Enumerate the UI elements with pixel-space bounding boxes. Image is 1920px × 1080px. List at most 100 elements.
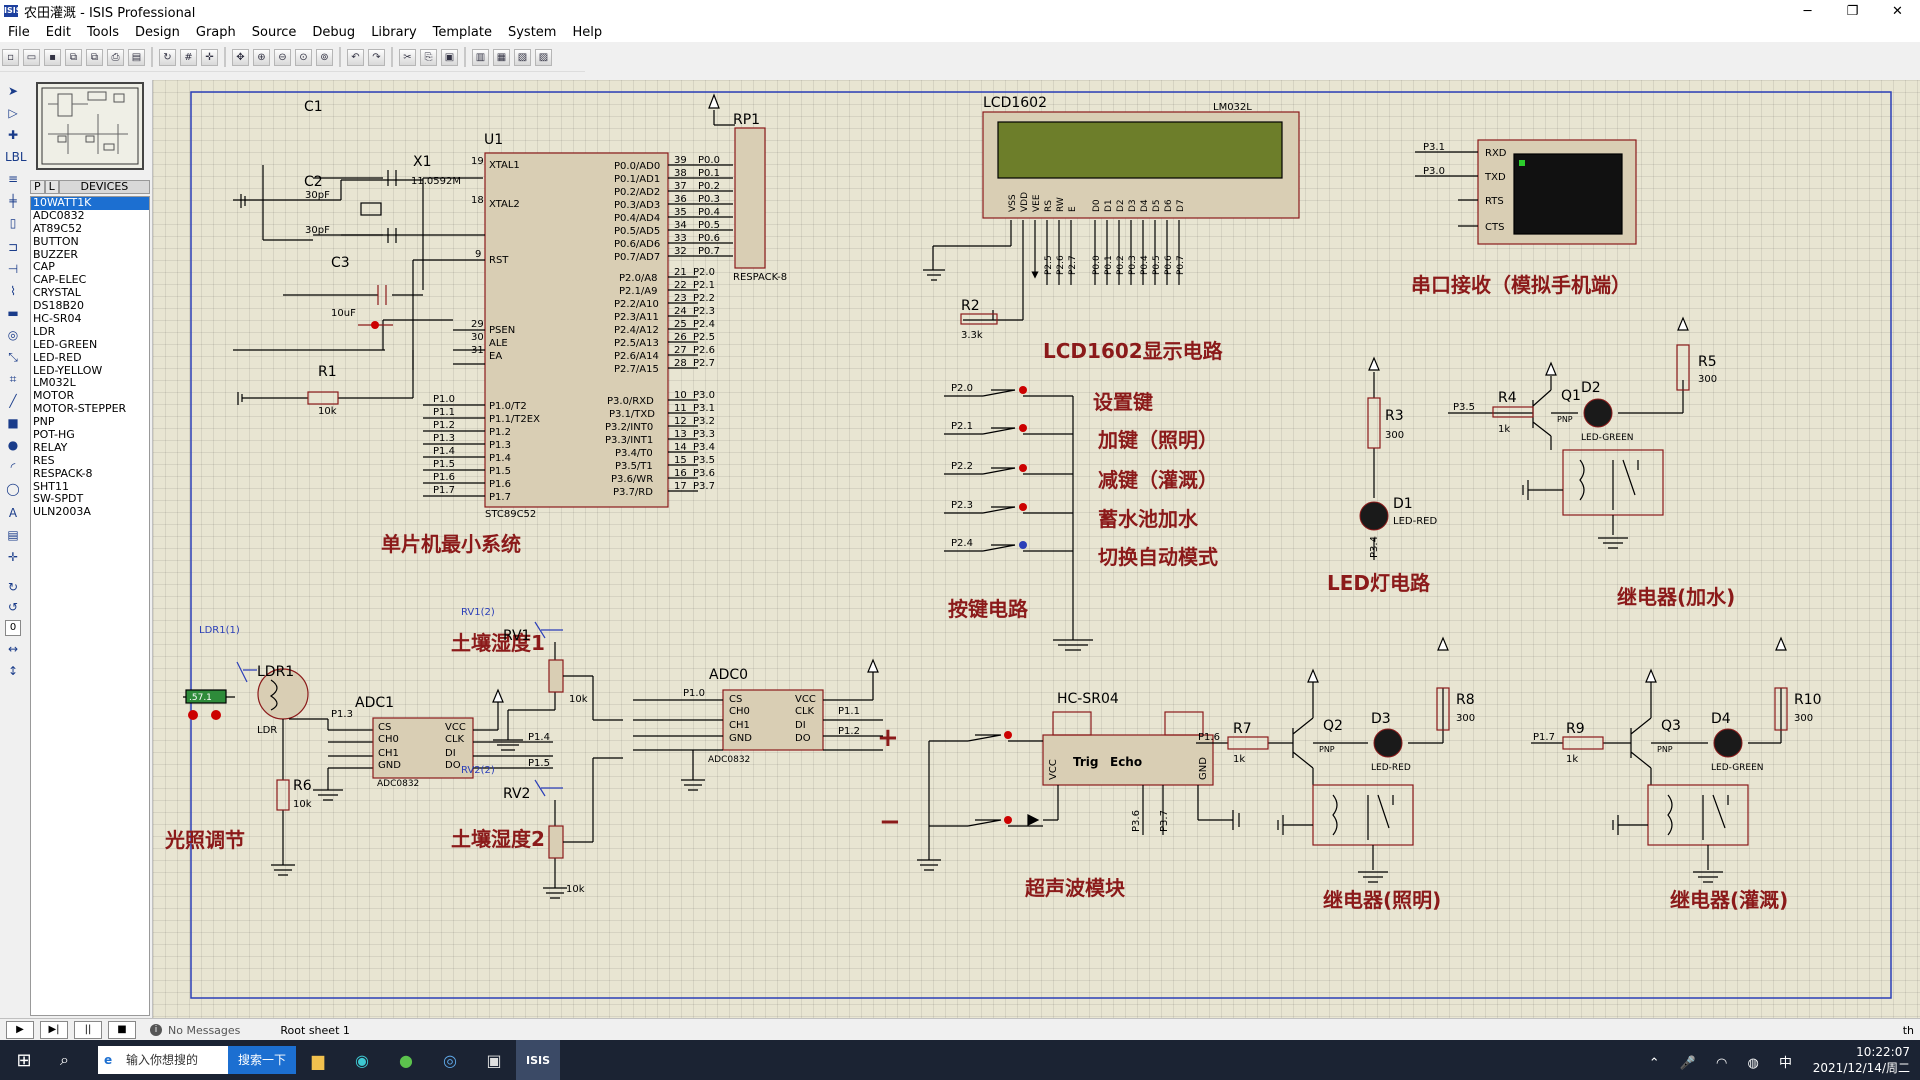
generator-icon[interactable]: ◎ bbox=[7, 328, 19, 342]
relay-light[interactable] bbox=[1312, 784, 1414, 846]
menu-edit[interactable]: Tools bbox=[86, 24, 119, 40]
menu-file[interactable]: File bbox=[8, 24, 30, 40]
junction-icon[interactable]: ✚ bbox=[7, 128, 19, 142]
list-item[interactable]: DS18B20 bbox=[33, 299, 84, 313]
search-icon[interactable]: ⌕ bbox=[60, 1050, 69, 1069]
import-icon[interactable]: ⧉ bbox=[65, 48, 82, 66]
block-move-icon[interactable]: ▦ bbox=[493, 48, 510, 66]
instrument-icon[interactable]: ⌗ bbox=[9, 372, 17, 386]
grid-icon[interactable]: # bbox=[180, 48, 197, 66]
play-button[interactable]: ▶ bbox=[6, 1021, 34, 1039]
stop-button[interactable]: ■ bbox=[108, 1021, 136, 1039]
list-item[interactable]: LED-YELLOW bbox=[33, 363, 103, 377]
2d-text-icon[interactable]: A bbox=[8, 506, 18, 520]
list-item[interactable]: POT-HG bbox=[33, 428, 75, 442]
origin-icon[interactable]: ✛ bbox=[201, 48, 218, 66]
list-item[interactable]: ULN2003A bbox=[33, 505, 91, 519]
redo-icon[interactable]: ↷ bbox=[368, 48, 385, 66]
list-item[interactable]: CAP-ELEC bbox=[33, 273, 87, 287]
list-item[interactable]: BUZZER bbox=[33, 247, 79, 261]
close-button[interactable]: ✕ bbox=[1892, 3, 1903, 19]
device-list[interactable]: 10WATT1K ADC0832 AT89C52 BUTTON BUZZER C… bbox=[30, 196, 150, 1016]
d1-led-red[interactable] bbox=[1359, 501, 1389, 531]
2d-symbol-icon[interactable]: ▤ bbox=[7, 528, 19, 542]
list-item[interactable]: RESPACK-8 bbox=[33, 466, 93, 480]
d2-led-green[interactable] bbox=[1583, 398, 1613, 428]
rv2-potentiometer[interactable] bbox=[548, 825, 564, 859]
list-item[interactable]: SHT11 bbox=[33, 479, 69, 493]
d4-led-green[interactable] bbox=[1713, 728, 1743, 758]
2d-path-icon[interactable]: ◯ bbox=[6, 482, 20, 496]
menu-template[interactable]: System bbox=[507, 24, 557, 40]
list-item[interactable]: CAP bbox=[33, 260, 55, 274]
file-explorer-icon[interactable]: ▆ bbox=[311, 1050, 325, 1070]
bus-icon[interactable]: ╪ bbox=[9, 194, 17, 208]
edge-browser-icon[interactable]: ◉ bbox=[355, 1050, 369, 1070]
tab-library[interactable]: L bbox=[44, 180, 59, 194]
print-icon[interactable]: ⎙ bbox=[107, 48, 124, 66]
mirror-horizontal-icon[interactable]: ↔ bbox=[7, 642, 19, 656]
save-icon[interactable]: ▪ bbox=[44, 48, 61, 66]
pause-button[interactable]: || bbox=[74, 1021, 102, 1039]
menu-source[interactable]: Debug bbox=[312, 24, 356, 40]
cut-icon[interactable]: ✂ bbox=[399, 48, 416, 66]
export-icon[interactable]: ⧉ bbox=[86, 48, 103, 66]
tab-pick-devices[interactable]: P bbox=[30, 180, 45, 194]
list-item[interactable]: SW-SPDT bbox=[33, 492, 84, 506]
new-file-icon[interactable]: ▫ bbox=[2, 48, 19, 66]
list-item[interactable]: CRYSTAL bbox=[33, 286, 81, 300]
block-copy-icon[interactable]: ▥ bbox=[472, 48, 489, 66]
list-item[interactable]: LED-GREEN bbox=[33, 337, 98, 351]
list-item[interactable]: AT89C52 bbox=[33, 221, 83, 235]
list-item[interactable]: 10WATT1K bbox=[31, 196, 149, 210]
search-app-icon[interactable]: ◎ bbox=[443, 1050, 457, 1070]
relay-irrigation[interactable] bbox=[1647, 784, 1749, 846]
hc-sr04-module[interactable] bbox=[1042, 734, 1214, 786]
zoom-out-icon[interactable]: ⊖ bbox=[274, 48, 291, 66]
rv1-potentiometer[interactable] bbox=[548, 659, 564, 693]
list-item[interactable]: LM032L bbox=[33, 376, 76, 390]
rotate-ccw-icon[interactable]: ↺ bbox=[7, 600, 19, 614]
2d-arc-icon[interactable]: ◜ bbox=[10, 460, 16, 474]
rotate-cw-icon[interactable]: ↻ bbox=[7, 580, 19, 594]
component-mode-icon[interactable]: ▷ bbox=[8, 106, 18, 120]
selection-mode-icon[interactable]: ➤ bbox=[7, 84, 19, 98]
list-item[interactable]: LED-RED bbox=[33, 350, 82, 364]
isis-taskbar-icon[interactable]: ISIS bbox=[516, 1040, 561, 1080]
system-tray-icons[interactable]: ⌃ 🎤 ◠ ◍ 中 bbox=[1648, 1056, 1800, 1071]
menu-view[interactable]: Edit bbox=[45, 24, 71, 40]
2d-circle-icon[interactable]: ● bbox=[7, 438, 19, 452]
2d-line-icon[interactable]: ╱ bbox=[9, 394, 17, 408]
paste-icon[interactable]: ▣ bbox=[441, 48, 458, 66]
app-green-icon[interactable]: ● bbox=[399, 1050, 413, 1070]
list-item[interactable]: RES bbox=[33, 453, 55, 467]
copy-icon[interactable]: ⎘ bbox=[420, 48, 437, 66]
schematic-canvas[interactable]: 单片机最小系统 LCD1602显示电路 串口接收（模拟手机端） 按键电路 LED… bbox=[153, 80, 1920, 1018]
block-rotate-icon[interactable]: ▧ bbox=[514, 48, 531, 66]
list-item[interactable]: MOTOR bbox=[33, 389, 75, 403]
list-item[interactable]: ADC0832 bbox=[33, 208, 85, 222]
subcircuit-icon[interactable]: ▯ bbox=[9, 216, 17, 230]
2d-box-icon[interactable]: ■ bbox=[7, 416, 19, 430]
list-item[interactable]: LDR bbox=[33, 324, 56, 338]
step-button[interactable]: ▶| bbox=[40, 1021, 68, 1039]
windows-start-icon[interactable]: ⊞ bbox=[16, 1049, 32, 1071]
search-submit-button[interactable]: 搜索一下 bbox=[228, 1046, 297, 1074]
d3-led-red[interactable] bbox=[1373, 728, 1403, 758]
menu-library[interactable]: Template bbox=[432, 24, 492, 40]
print-area-icon[interactable]: ▤ bbox=[128, 48, 145, 66]
terminal-icon[interactable]: ⊐ bbox=[7, 240, 19, 254]
menu-design[interactable]: Graph bbox=[195, 24, 236, 40]
menu-debug[interactable]: Library bbox=[371, 24, 417, 40]
list-item[interactable]: HC-SR04 bbox=[33, 312, 82, 326]
text-script-icon[interactable]: ≡ bbox=[7, 172, 19, 186]
overview-window[interactable] bbox=[36, 82, 144, 170]
restore-button[interactable]: ❐ bbox=[1846, 3, 1859, 19]
menu-system[interactable]: Help bbox=[572, 24, 603, 40]
pan-icon[interactable]: ✥ bbox=[232, 48, 249, 66]
probe-icon[interactable]: ⤡ bbox=[8, 350, 18, 364]
rp1-respack[interactable] bbox=[734, 127, 766, 269]
pin-icon[interactable]: ⊣ bbox=[7, 262, 19, 276]
